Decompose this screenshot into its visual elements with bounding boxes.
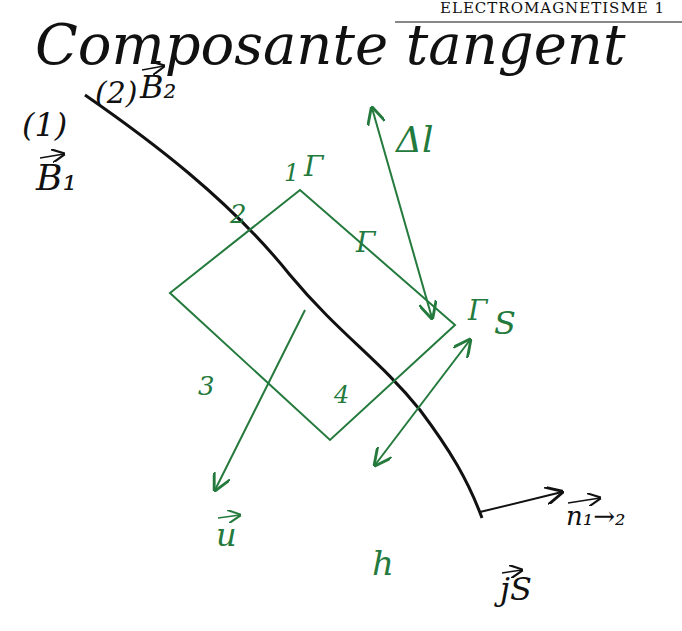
contour-symbol: Γ xyxy=(304,152,323,183)
length-label: Δl xyxy=(396,120,434,160)
header: ELECTROMAGNETISME 1 xyxy=(440,0,665,17)
normal-vector xyxy=(480,492,562,512)
medium-number: (1) xyxy=(22,108,67,143)
medium-number: (2) xyxy=(95,76,138,109)
interface-curve xyxy=(85,95,482,518)
contour-symbol: Γ xyxy=(468,296,487,327)
height-arrow xyxy=(375,340,470,465)
side-number: 3 xyxy=(198,372,215,401)
side-number: 2 xyxy=(230,200,247,229)
contour-loop xyxy=(170,190,455,440)
side-number: 4 xyxy=(334,382,349,408)
title: Composante tangent xyxy=(35,14,625,76)
normal-label: n₁→₂ xyxy=(566,502,625,531)
field-symbol: B₂ xyxy=(140,70,176,105)
contour-symbol: Γ xyxy=(356,228,375,259)
side-number: 1 xyxy=(284,160,299,186)
vector-label: u xyxy=(216,518,237,553)
field-symbol: B₁ xyxy=(36,158,77,198)
u-vector xyxy=(215,310,305,490)
height-label: h xyxy=(372,545,394,582)
current-label: jS xyxy=(500,572,532,607)
surface-label: S xyxy=(494,306,516,341)
